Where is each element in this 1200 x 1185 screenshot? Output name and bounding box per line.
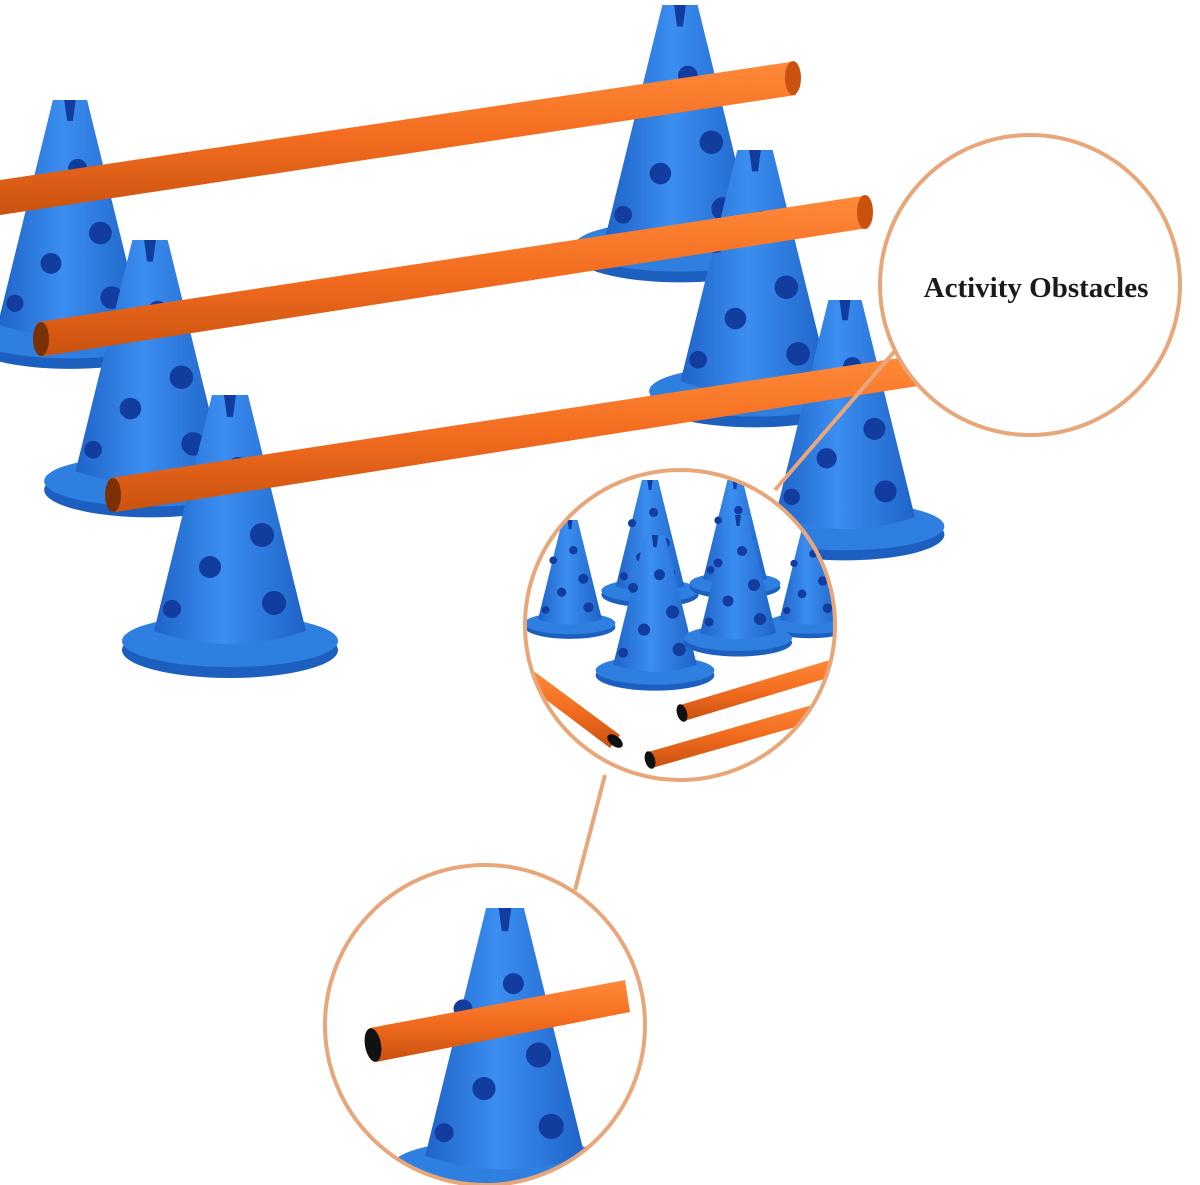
pole-front xyxy=(105,356,918,512)
callout-label: Activity Obstacles xyxy=(924,272,1149,304)
cone-detail-callout xyxy=(323,863,647,1185)
activity-obstacles-callout: Activity Obstacles xyxy=(878,133,1182,437)
pole-middle xyxy=(33,195,873,356)
package-contents-callout xyxy=(523,468,837,782)
pole-back xyxy=(0,61,801,215)
callout-connectors xyxy=(573,343,902,891)
